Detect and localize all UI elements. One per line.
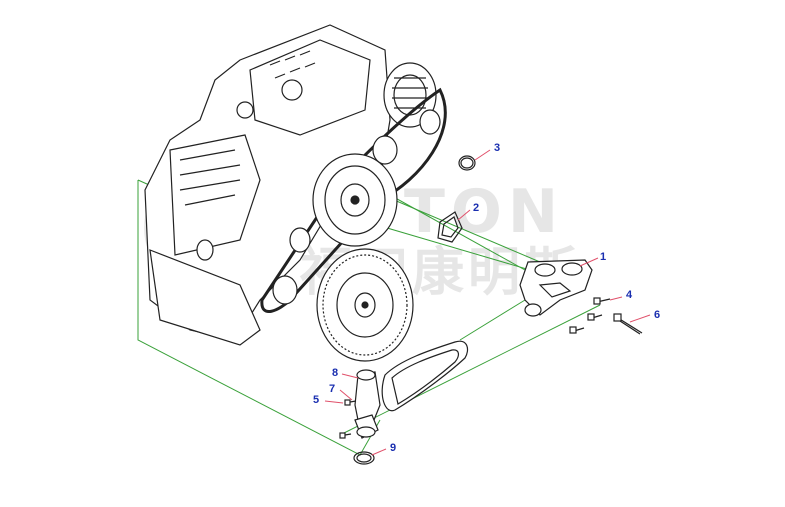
callout-9: 9 bbox=[390, 442, 396, 454]
callout-2: 2 bbox=[473, 202, 479, 214]
part-9-oring bbox=[353, 451, 375, 465]
oil-fill-cap bbox=[281, 79, 303, 101]
part-8-water-tube bbox=[354, 340, 469, 439]
leader-6 bbox=[629, 314, 651, 323]
part-6-long-bolt bbox=[613, 313, 643, 335]
leader-7 bbox=[339, 389, 353, 401]
oil-sump bbox=[149, 249, 261, 346]
assembly-line-flange bbox=[459, 299, 526, 341]
leader-1 bbox=[579, 257, 599, 267]
assembly-line-left bbox=[137, 180, 381, 456]
leader-8 bbox=[341, 373, 359, 379]
head-details bbox=[269, 50, 316, 79]
leader-3 bbox=[474, 149, 491, 161]
accessory-belt bbox=[260, 87, 447, 313]
part-4-bolts bbox=[569, 297, 611, 334]
callout-3: 3 bbox=[494, 142, 500, 154]
alternator bbox=[383, 62, 441, 135]
engine-assembly bbox=[144, 24, 447, 362]
callout-7: 7 bbox=[329, 383, 335, 395]
callout-8: 8 bbox=[332, 367, 338, 379]
crank-damper bbox=[316, 248, 414, 362]
part-5-7-fasteners bbox=[339, 399, 357, 439]
sump-port bbox=[196, 239, 214, 261]
leader-2 bbox=[457, 209, 471, 221]
leader-9 bbox=[371, 448, 387, 456]
callout-4: 4 bbox=[626, 289, 633, 301]
part-1-thermostat-housing bbox=[519, 259, 593, 317]
part-3-oring bbox=[458, 155, 476, 171]
idler-pulley-lower bbox=[289, 227, 311, 253]
part-2-gasket bbox=[437, 211, 463, 243]
callout-1: 1 bbox=[600, 251, 606, 263]
block-ribs bbox=[179, 149, 241, 206]
callout-labels: 1 2 3 4 5 6 7 8 9 bbox=[313, 142, 660, 454]
callout-6: 6 bbox=[654, 309, 660, 321]
callout-5: 5 bbox=[313, 394, 319, 406]
tensioner-pulley bbox=[272, 275, 298, 305]
head-boss bbox=[236, 101, 254, 119]
cylinder-head bbox=[249, 39, 371, 136]
assembly-line-bolt bbox=[339, 304, 601, 436]
water-pump-pulley bbox=[312, 153, 398, 247]
leader-5 bbox=[324, 400, 344, 404]
leader-lines bbox=[324, 149, 651, 456]
leader-4 bbox=[609, 296, 623, 301]
idler-pulley-upper bbox=[372, 135, 398, 165]
